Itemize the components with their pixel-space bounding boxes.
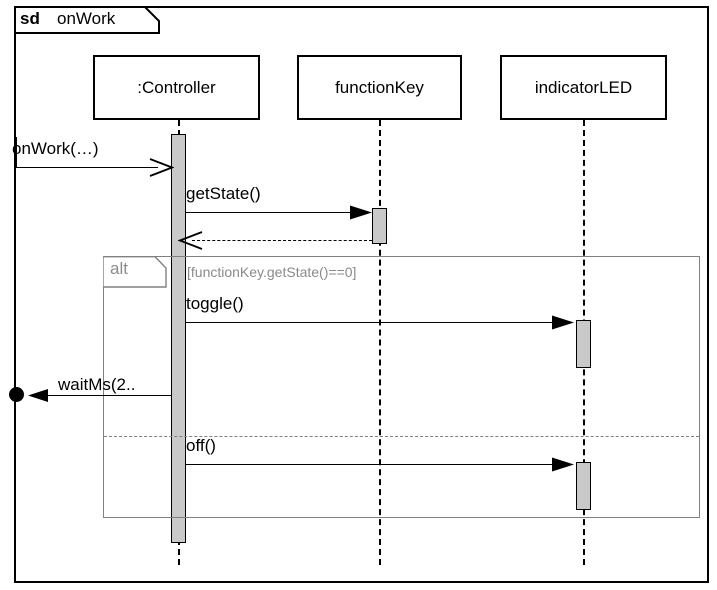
lifeline-label-controller: :Controller	[137, 77, 216, 97]
fragment-guard-operand-1: [functionKey.getState()==0]	[187, 264, 357, 280]
lost-message-endpoint	[9, 387, 24, 402]
activation-bar-indicatorled-off	[576, 462, 591, 510]
message-onwork-arrowhead	[148, 158, 175, 177]
fragment-kind-label: alt	[110, 259, 128, 278]
frame-name-label: onWork	[57, 9, 116, 28]
message-toggle-label: toggle()	[186, 294, 244, 313]
fragment-label-tab	[103, 256, 167, 288]
message-return-arrowhead	[177, 231, 204, 250]
activation-bar-functionkey	[372, 208, 387, 244]
message-return-line[interactable]	[192, 240, 372, 241]
lifeline-label-indicatorled: indicatorLED	[534, 77, 633, 97]
lifeline-line-functionkey	[379, 120, 381, 565]
message-getstate-line[interactable]	[186, 212, 361, 213]
message-getstate-arrowhead	[350, 204, 374, 221]
message-waitms-label: waitMs(2..	[58, 375, 136, 394]
message-waitms-line[interactable]	[30, 395, 172, 396]
activation-bar-controller	[171, 134, 186, 543]
sequence-diagram-frame	[14, 6, 709, 583]
lifeline-head-indicatorled[interactable]: indicatorLED	[500, 55, 667, 120]
message-toggle-line[interactable]	[186, 322, 565, 323]
activation-bar-indicatorled-toggle	[576, 320, 591, 368]
frame-label-tab	[14, 6, 160, 34]
message-onwork-origin-stem	[16, 137, 17, 168]
message-off-arrowhead	[552, 456, 576, 473]
frame-kind-label: sd	[20, 9, 40, 28]
lifeline-label-functionkey: functionKey	[335, 77, 424, 97]
fragment-operand-divider	[104, 436, 699, 437]
message-waitms-arrowhead	[28, 388, 50, 403]
lifeline-head-controller[interactable]: :Controller	[93, 55, 260, 120]
message-toggle-arrowhead	[552, 314, 576, 331]
combined-fragment-alt	[103, 256, 700, 518]
message-getstate-label: getState()	[186, 184, 261, 203]
message-off-line[interactable]	[186, 464, 565, 465]
lifeline-head-functionkey[interactable]: functionKey	[297, 55, 462, 120]
message-onwork-line[interactable]	[16, 167, 158, 168]
message-off-label: off()	[186, 436, 216, 455]
message-onwork-label: onWork(…)	[12, 139, 99, 158]
